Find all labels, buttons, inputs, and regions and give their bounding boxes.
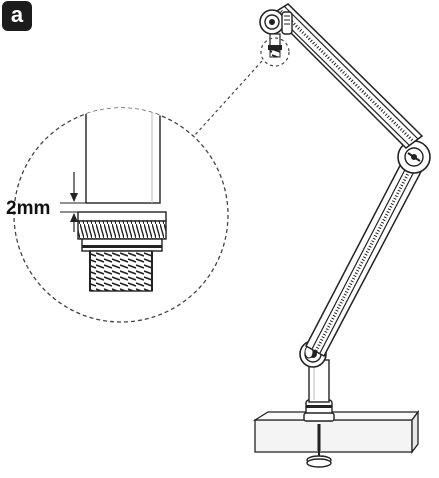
mic-mount-small [268,33,282,58]
gap-dimension [60,172,86,232]
lower-arm [304,154,426,358]
top-joint [259,9,293,35]
step-label-badge: a [2,1,32,31]
callout-source-circle [260,37,290,67]
detail-magnified-adapter [77,108,167,292]
gap-measurement-label: 2mm [6,198,51,219]
middle-joint [397,140,431,174]
desk-clamp [303,399,335,468]
desk [252,410,420,454]
upper-arm [270,3,424,149]
callout-leader-line [194,60,263,136]
